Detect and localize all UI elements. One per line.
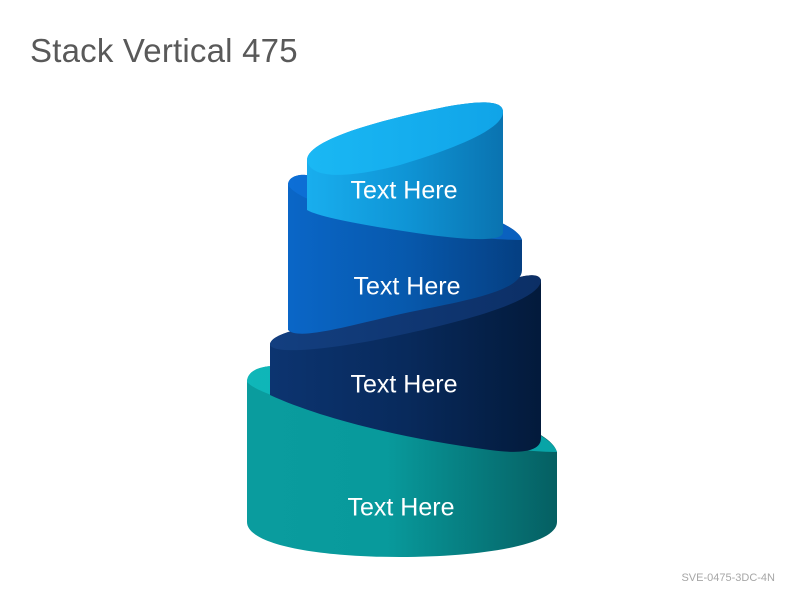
stack-layer-1: Text Here: [307, 102, 503, 240]
stack-layer-3-body: [270, 275, 541, 452]
stack-layer-3-label: Text Here: [351, 371, 458, 399]
stack-layer-1-top: [307, 102, 503, 175]
stack-layer-4-label: Text Here: [348, 494, 455, 522]
stack-layer-2-label: Text Here: [354, 273, 461, 301]
slide-title: Stack Vertical 475: [30, 32, 298, 69]
slide-code: SVE-0475-3DC-4N: [681, 572, 775, 584]
stack-layer-1-label: Text Here: [351, 177, 458, 205]
